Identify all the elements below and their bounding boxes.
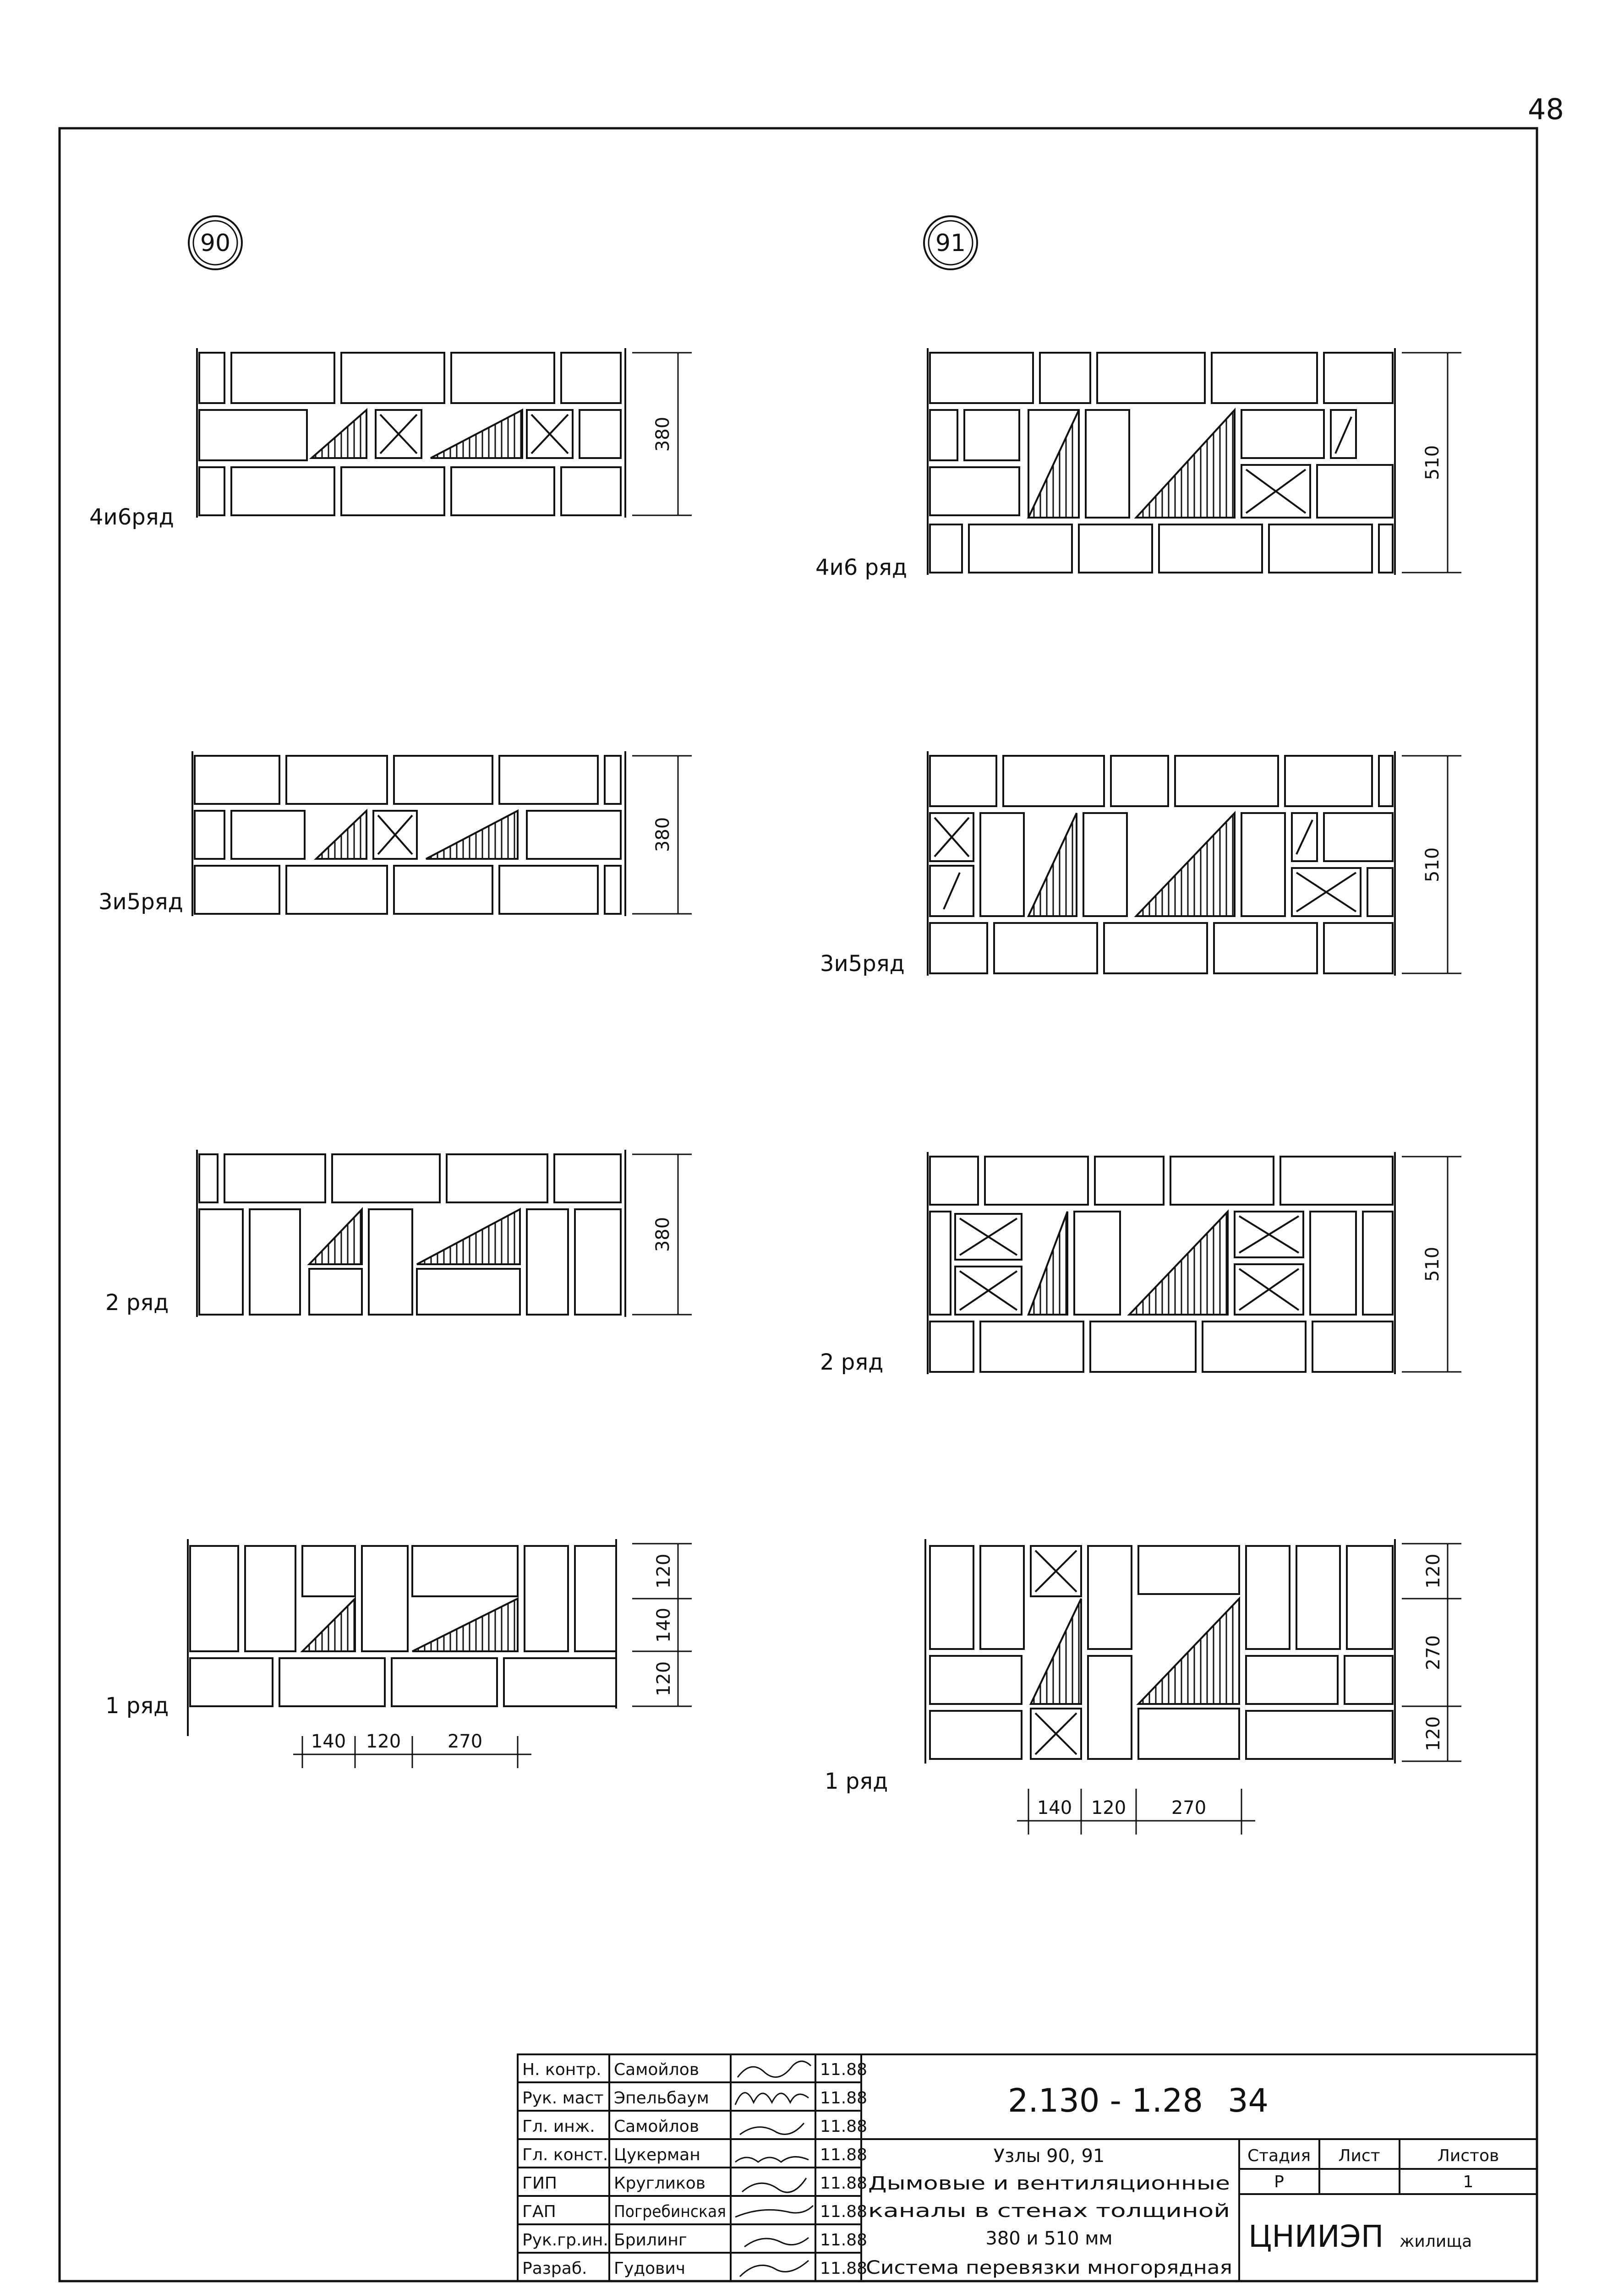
node-90-row-4-6-label: 4и6ряд — [89, 504, 174, 530]
title-line-5: Система перевязки многорядная — [866, 2257, 1232, 2278]
tb-date-1: 11.88 — [820, 2089, 867, 2108]
tb-date-4: 11.88 — [820, 2174, 867, 2193]
tb-role-0: Н. контр. — [522, 2060, 601, 2079]
org-main: ЦНИИЭП — [1248, 2219, 1383, 2254]
title-line-4: 380 и 510 мм — [985, 2228, 1112, 2249]
node-90-row-2 — [196, 1150, 626, 1317]
node-90-id: 90 — [200, 229, 230, 257]
tb-name-5: Погребинская — [614, 2202, 726, 2221]
node-91-row-3-5-label: 3и5ряд — [820, 951, 905, 977]
title-block: Н. контр. Самойлов 11.88 Рук. маст Эпель… — [517, 2053, 1538, 2282]
node-91-row-3-5-dim: 510 — [1422, 847, 1443, 882]
node-90-row-2-label: 2 ряд — [105, 1290, 169, 1316]
node-90-row-1-dim-top: 120 — [653, 1554, 674, 1589]
sheet-header: Лист — [1338, 2146, 1380, 2165]
sheets-value: 1 — [1463, 2173, 1474, 2191]
node-90-row-3-5-dimension: 380 — [632, 755, 692, 915]
tb-role-2: Гл. инж. — [522, 2117, 595, 2136]
tb-name-2: Самойлов — [614, 2117, 699, 2136]
tb-role-5: ГАП — [522, 2202, 556, 2221]
tb-role-1: Рук. маст — [522, 2089, 604, 2108]
node-91-row-1-bottom-dim-1: 140 — [1037, 1797, 1072, 1818]
tb-name-0: Самойлов — [614, 2060, 699, 2079]
node-90-row-3-5 — [191, 751, 626, 916]
node-91-row-4-6-label: 4и6 ряд — [815, 555, 907, 580]
node-91-row-2-label: 2 ряд — [820, 1349, 883, 1375]
node-90-row-1-bottom-dim-1: 140 — [311, 1731, 346, 1752]
node-91-row-1-dim-mid: 270 — [1423, 1635, 1444, 1670]
stage-header: Стадия — [1247, 2146, 1311, 2165]
tb-name-1: Эпельбаум — [614, 2089, 709, 2108]
node-90-row-2-dimension: 380 — [632, 1153, 692, 1316]
node-90-row-4-6 — [196, 348, 626, 518]
org-sub: жилища — [1400, 2232, 1472, 2251]
node-91-row-3-5-dimension: 510 — [1402, 755, 1461, 974]
tb-role-6: Рук.гр.ин. — [522, 2231, 608, 2250]
tb-date-2: 11.88 — [820, 2117, 867, 2136]
node-91-row-2 — [927, 1152, 1396, 1374]
node-90-row-4-6-dim: 380 — [652, 417, 673, 452]
node-90-row-1-bottom-dim-2: 120 — [366, 1731, 401, 1752]
tb-name-6: Брилинг — [614, 2231, 687, 2250]
node-91-marker: 91 — [923, 215, 978, 270]
tb-role-7: Разраб. — [522, 2259, 587, 2278]
node-90-row-1 — [187, 1539, 617, 1736]
node-90-row-1-dim-bot: 120 — [653, 1661, 674, 1696]
title-line-1: Узлы 90, 91 — [994, 2146, 1105, 2167]
signatures — [734, 2060, 814, 2277]
tb-name-7: Гудович — [614, 2259, 685, 2278]
node-90-row-1-bottom-dim-3: 270 — [448, 1731, 482, 1752]
node-91-row-1-dim-top: 120 — [1423, 1554, 1444, 1589]
doc-code: 2.130 - 1.28 — [1008, 2082, 1203, 2119]
tb-role-4: ГИП — [522, 2174, 557, 2193]
tb-date-5: 11.88 — [820, 2202, 867, 2221]
tb-date-7: 11.88 — [820, 2259, 867, 2278]
doc-number: 34 — [1228, 2082, 1269, 2119]
tb-date-6: 11.88 — [820, 2231, 867, 2250]
node-90-row-3-5-label: 3и5ряд — [98, 889, 183, 915]
node-90-row-2-dim: 380 — [652, 1217, 673, 1252]
node-91-row-4-6-dimension: 510 — [1402, 352, 1461, 573]
node-91-id: 91 — [935, 229, 966, 257]
tb-name-4: Кругликов — [614, 2174, 705, 2193]
tb-name-3: Цукерман — [614, 2146, 700, 2164]
node-91-row-3-5 — [927, 751, 1396, 976]
tb-role-3: Гл. конст. — [522, 2146, 608, 2164]
node-90-row-4-6-dimension: 380 — [632, 352, 692, 516]
node-91-row-4-6 — [927, 348, 1396, 575]
node-91-row-4-6-dim: 510 — [1422, 445, 1443, 480]
page-number: 48 — [1528, 93, 1564, 126]
stage-value: Р — [1274, 2173, 1284, 2191]
node-90-row-1-dimensions: 120 140 120 140 120 270 — [293, 1543, 692, 1768]
node-91-row-1-bottom-dim-3: 270 — [1171, 1797, 1206, 1818]
title-line-3: каналы в стенах толщиной — [868, 2201, 1230, 2222]
title-line-2: Дымовые и вентиляционные — [868, 2173, 1230, 2194]
node-91-row-1-label: 1 ряд — [825, 1769, 888, 1794]
tb-date-0: 11.88 — [820, 2060, 867, 2079]
node-90-row-1-label: 1 ряд — [105, 1693, 169, 1719]
node-91-row-2-dimension: 510 — [1402, 1156, 1461, 1373]
sheets-header: Листов — [1438, 2146, 1499, 2165]
node-91-row-2-dim: 510 — [1422, 1247, 1443, 1282]
node-91-row-1-dimensions: 120 270 120 140 120 270 — [1017, 1543, 1461, 1835]
tb-date-3: 11.88 — [820, 2146, 867, 2164]
node-90-row-1-dim-mid: 140 — [653, 1608, 674, 1643]
node-90-row-3-5-dim: 380 — [652, 817, 673, 852]
node-91-row-1-bottom-dim-2: 120 — [1091, 1797, 1126, 1818]
node-91-row-1-dim-bot: 120 — [1423, 1716, 1444, 1751]
node-90-marker: 90 — [188, 215, 243, 270]
node-91-row-1 — [924, 1539, 1396, 1764]
